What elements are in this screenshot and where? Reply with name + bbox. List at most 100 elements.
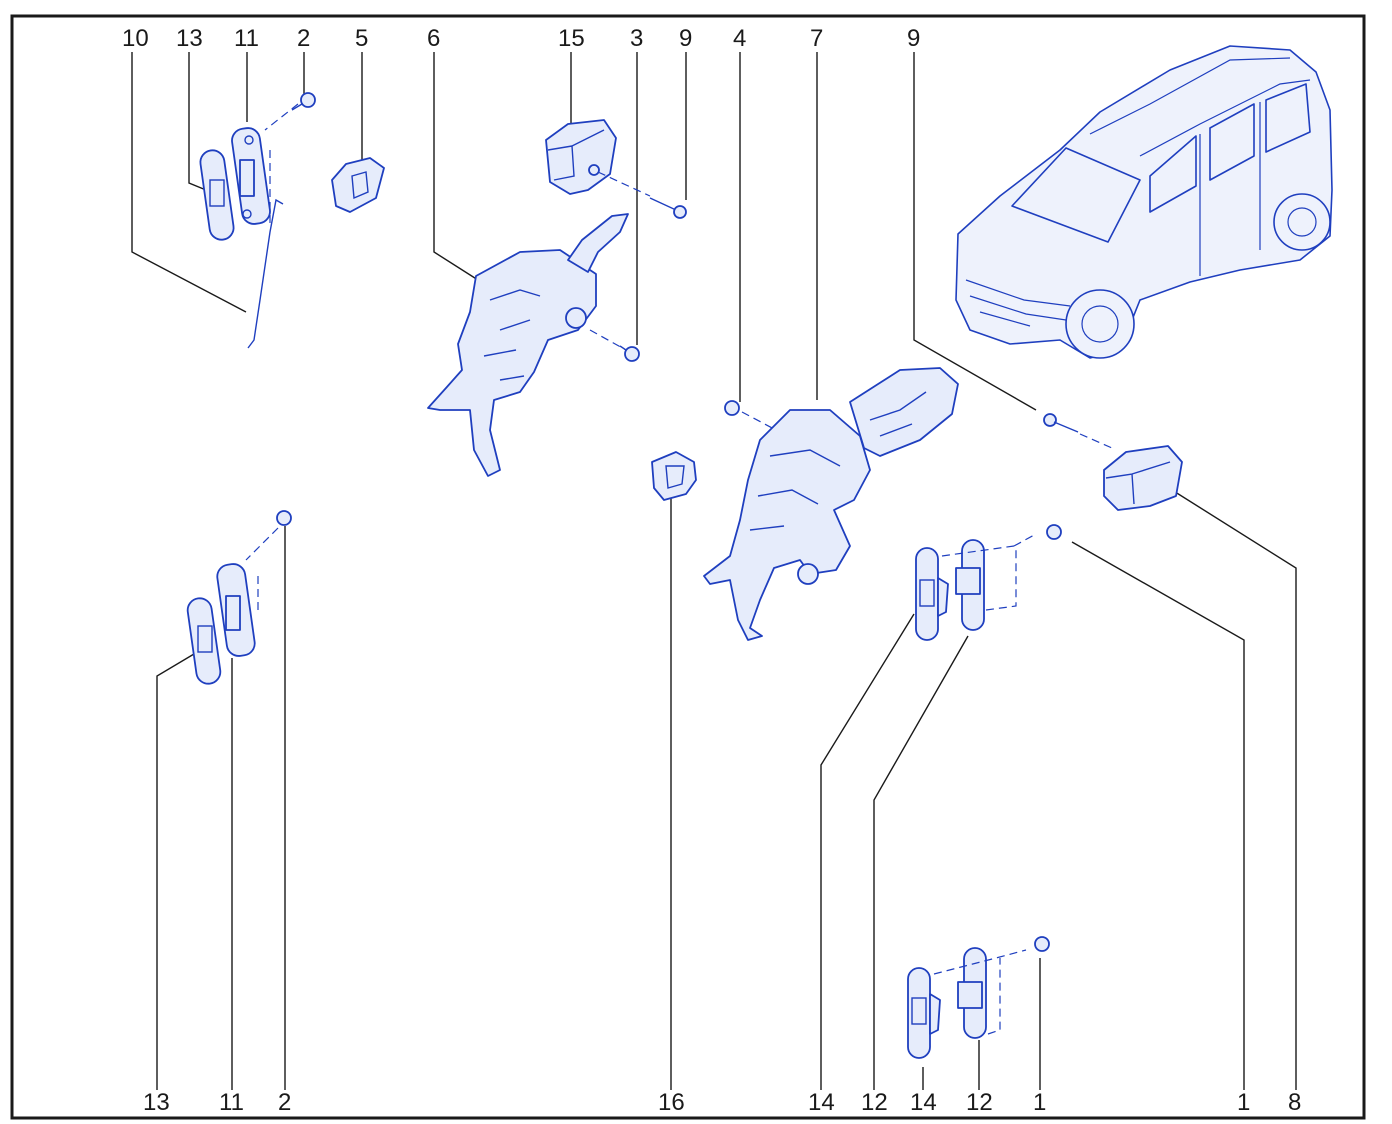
housing-hole	[588, 164, 600, 176]
cover-detail	[665, 465, 685, 489]
actuator-detail	[869, 391, 927, 437]
screw-head	[673, 205, 687, 219]
cover-detail	[351, 171, 369, 200]
callout-11-top: 11	[234, 25, 259, 52]
callout-11-bottom: 11	[219, 1089, 244, 1116]
mechanism-pivot	[565, 307, 587, 329]
mechanism-body	[427, 249, 597, 477]
striker-plate-set-bottom	[907, 936, 1050, 1059]
callout-labels: 10 13 11 2 5 6 15 3 9 4 7 9 13 11 2 16 1…	[122, 25, 1301, 1116]
screw-shank	[291, 103, 303, 111]
cover-5	[331, 157, 385, 213]
leader-1-right	[1071, 541, 1245, 1090]
actuator-motor	[849, 367, 959, 457]
van-body	[955, 45, 1333, 359]
dash-line-screw-2-bottom	[245, 527, 279, 612]
leader-10	[131, 52, 247, 313]
leader-8	[1171, 489, 1297, 1090]
screw-head	[624, 346, 640, 362]
callout-7: 7	[810, 25, 823, 52]
striker-backing-plate-13	[186, 597, 222, 685]
callout-12-right: 12	[966, 1089, 993, 1116]
striker-grip-pattern	[209, 179, 225, 207]
mechanism-lever	[567, 213, 629, 273]
callout-1-left: 1	[1033, 1089, 1046, 1116]
striker-plate-set-right	[915, 524, 1062, 641]
cover-body	[331, 157, 385, 213]
housing-body	[1103, 445, 1183, 511]
callout-5: 5	[355, 25, 368, 52]
van-front-wheel-hub	[1081, 305, 1119, 343]
van-side-window	[1149, 135, 1197, 213]
rod	[247, 198, 284, 349]
lock-mechanism-7	[703, 367, 959, 641]
plate-hole	[242, 209, 252, 219]
screw-4-head	[724, 400, 740, 416]
van-windshield	[1011, 147, 1141, 243]
callout-9-right: 9	[907, 25, 920, 52]
callout-2-top: 2	[297, 25, 310, 52]
screw-3	[619, 345, 640, 362]
housing-8	[1103, 445, 1183, 511]
dash-line-screw-1	[933, 949, 1027, 1035]
striker-grip-pattern	[919, 579, 935, 607]
striker-backing-plate-14	[907, 967, 931, 1059]
leader-12-left	[873, 635, 969, 1090]
lock-mechanism-6	[427, 213, 629, 477]
housing-detail	[547, 129, 605, 181]
striker-backing-plate-14	[915, 547, 939, 641]
callout-12-left: 12	[861, 1089, 888, 1116]
striker-loop	[955, 567, 981, 595]
striker-grip-pattern	[197, 625, 213, 653]
screw-2-top	[291, 92, 316, 111]
leader-14-left	[820, 613, 915, 1090]
striker-loop	[239, 159, 255, 197]
screw-head	[1043, 413, 1057, 427]
dash-line-screw-9-left	[597, 171, 651, 197]
van-rear-window	[1209, 103, 1255, 181]
callout-9-left: 9	[679, 25, 692, 52]
leader-9-right	[913, 52, 1037, 411]
van-front-wheel	[1065, 289, 1135, 359]
van-roof-rails	[1089, 57, 1311, 157]
van-back-window	[1265, 83, 1311, 153]
striker-plate-set-mid-left	[186, 510, 292, 685]
diagram-frame	[10, 14, 1366, 1120]
striker-loop	[225, 595, 241, 631]
striker-grip-pattern	[911, 997, 927, 1025]
mechanism-detail	[483, 289, 541, 381]
dash-line-screw-3	[589, 329, 627, 351]
leader-6	[433, 52, 479, 281]
screw-1-head	[1046, 524, 1062, 540]
mechanism-roller	[797, 563, 819, 585]
housing-detail	[1105, 461, 1171, 505]
callout-1-right: 1	[1237, 1089, 1250, 1116]
screw-2-bottom-head	[276, 510, 292, 526]
dash-line-screw-4	[741, 411, 777, 431]
callout-16: 16	[658, 1089, 685, 1116]
callout-15: 15	[558, 25, 585, 52]
van-door-lines	[1199, 102, 1261, 276]
screw-shank	[649, 197, 677, 211]
van-illustration	[955, 45, 1333, 359]
screw-head	[300, 92, 316, 108]
control-rod-10	[247, 198, 284, 349]
leader-lines	[131, 52, 1297, 1090]
striker-backing-plate-13	[199, 149, 235, 241]
mechanism-detail	[749, 449, 841, 531]
callout-14-right: 14	[910, 1089, 937, 1116]
screw-1-head	[1034, 936, 1050, 952]
callout-2-bottom: 2	[278, 1089, 291, 1116]
callout-10: 10	[122, 25, 149, 52]
striker-plate-set-top-left	[199, 103, 299, 241]
housing-body	[545, 119, 617, 195]
screw-9-right	[1043, 413, 1113, 449]
dash-line-screw-1	[941, 533, 1037, 611]
leader-13-bottom	[156, 653, 195, 1090]
cover-body	[651, 451, 697, 501]
callout-8: 8	[1288, 1089, 1301, 1116]
callout-3: 3	[630, 25, 643, 52]
callout-6: 6	[427, 25, 440, 52]
callout-4: 4	[733, 25, 746, 52]
